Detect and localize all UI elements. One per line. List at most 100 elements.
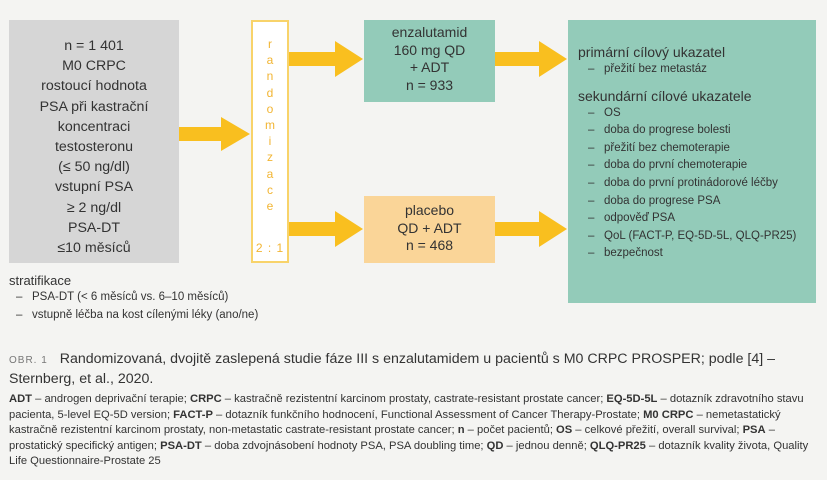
abbreviation-definition: doba zdvojnásobení hodnoty PSA, PSA doub… [214,439,481,452]
abbreviation-term: QLQ-PR25 [589,439,646,452]
abbreviation-definition: dotazník funkčního hodnocení, Functional… [225,408,637,421]
abbreviation-definition: jednou denně [515,439,584,452]
bullet-dash: – [588,63,595,75]
secondary-endpoint-item: –QoL (FACT-P, EQ-5D-5L, QLQ-PR25) [578,228,816,246]
population-line: ≥ 2 ng/dl [66,199,122,216]
arrow-placebo-to-endpoints [495,211,567,247]
population-line: n = 1 401 [64,38,124,54]
randomization-letter: n [266,69,274,84]
secondary-endpoint-item: –doba do první protinádorové léčby [578,175,816,193]
population-line: PSA-DT [67,219,121,236]
placebo-arm-line: n = 468 [405,237,454,253]
abbreviation-term: ADT [9,393,32,405]
stratification-item: –PSA-DT (< 6 měsíců vs. 6–10 měsíců) [9,289,258,307]
arrow-randomization-to-enzalutamide [289,41,363,77]
placebo-arm-line: placebo [404,202,455,218]
abbreviation-term: QD [486,439,504,452]
enzalutamide-arm-line: enzalutamid [391,24,468,40]
secondary-endpoint-item-text: OS [604,106,621,119]
randomization-letter: e [266,199,274,214]
bullet-dash: – [588,247,595,260]
abbreviation-definition: prostatický specifický antigen [9,439,154,452]
stratification-item-text: vstupně léčba na kost cílenými léky (ano… [32,308,259,321]
abbreviation-definition: nemetastatický kastračně rezistentní kar… [9,408,781,437]
secondary-endpoint-item: –odpověď PSA [578,210,816,228]
secondary-endpoint-item-text: přežití bez chemoterapie [604,141,730,154]
bullet-dash: – [588,141,595,154]
secondary-endpoint-item: –doba do progrese bolesti [578,122,816,140]
bullet-dash: – [16,308,23,321]
figure-caption-text: Randomizovaná, dvojitě zaslepená studie … [9,351,776,388]
secondary-endpoint-item: –bezpečnost [578,245,816,263]
abbreviation-definition: dotazník zdravotního stavu pacienta, 5-l… [9,393,804,421]
abbreviation-term: EQ-5D-5L [606,393,658,405]
secondary-endpoint-item: –OS [578,105,816,123]
abbreviation-term: M0 CRPC [643,408,694,421]
figure-caption: OBR. 1 Randomizovaná, dvojitě zaslepená … [9,350,819,389]
secondary-endpoint-item-text: bezpečnost [604,247,663,260]
secondary-endpoint-item: –doba do progrese PSA [578,193,816,211]
arrow-population-to-randomization [179,117,250,151]
stratification-title: stratifikace [9,273,72,288]
abbreviation-term: PSA-DT [160,439,202,452]
bullet-dash: – [588,106,595,119]
abbreviation-definition: androgen deprivační terapie [44,393,184,405]
enzalutamide-arm-line: 160 mg QD [393,41,466,58]
enzalutamide-arm-line: n = 933 [405,76,454,93]
arrow-randomization-to-placebo [289,211,363,247]
bullet-dash: – [588,159,595,172]
population-line: testosteronu [54,139,134,156]
bullet-dash: – [16,291,23,303]
abbreviation-term: n [457,424,465,437]
randomization-letter: a [266,53,274,68]
placebo-arm-line: QD + ADT [397,219,462,236]
bullet-dash: – [588,212,595,225]
secondary-endpoint-item: –doba do první chemoterapie [578,157,816,175]
secondary-endpoint-item-text: doba do progrese PSA [604,194,721,207]
arrow-enzalutamide-to-endpoints [495,41,567,77]
endpoints-box: primární cílový ukazatel –přežití bez me… [568,20,816,303]
abbreviation-term: OS [556,424,573,437]
abbreviation-definition: dotazník kvality života, Quality Life Qu… [9,439,809,468]
secondary-endpoint-item-text: doba do první protinádorové léčby [604,176,778,189]
secondary-endpoint-item-text: QoL (FACT-P, EQ-5D-5L, QLQ-PR25) [604,229,797,242]
figure-label: OBR. 1 [9,355,48,366]
secondary-endpoints-title: sekundární cílové ukazatele [578,87,752,104]
randomization-letter: o [266,101,274,116]
bullet-dash: – [588,176,595,189]
stratification-section: stratifikace –PSA-DT (< 6 měsíců vs. 6–1… [9,272,258,324]
abbreviation-definition: kastračně rezistentní karcinom prostaty,… [234,393,601,405]
secondary-endpoint-item: –přežití bez chemoterapie [578,140,816,158]
abbreviation-term: PSA [742,424,766,437]
primary-endpoint-item: –přežití bez metastáz [578,61,816,79]
population-line: (≤ 50 ng/dl) [58,159,130,176]
secondary-endpoint-list: –OS–doba do progrese bolesti–přežití bez… [578,105,816,263]
abbreviation-term: FACT-P [173,408,213,421]
abbreviation-definition: počet pacientů [477,424,550,437]
bullet-dash: – [588,124,595,137]
randomization-letter: a [266,166,274,181]
stratification-item-text: PSA-DT (< 6 měsíců vs. 6–10 měsíců) [32,291,229,303]
primary-endpoint-title: primární cílový ukazatel [578,44,726,60]
abbreviation-term: CRPC [190,393,222,405]
randomization-letter: i [268,134,272,149]
secondary-endpoint-item-text: doba do progrese bolesti [604,124,731,137]
randomization-letter: m [265,118,275,133]
bullet-dash: – [588,229,595,242]
abbreviations-legend: ADT – androgen deprivační terapie; CRPC … [9,393,809,468]
population-line: koncentraci [57,118,131,135]
randomization-letter: d [266,85,274,100]
secondary-endpoint-item-text: odpověď PSA [604,212,676,225]
randomization-letter: r [268,37,272,51]
randomization-letter: c [267,182,273,197]
primary-endpoint-list: –přežití bez metastáz [578,61,816,79]
randomization-letter: z [267,150,273,165]
stratification-list: –PSA-DT (< 6 měsíců vs. 6–10 měsíců)–vst… [9,289,258,324]
secondary-endpoint-item-text: doba do první chemoterapie [604,159,748,172]
